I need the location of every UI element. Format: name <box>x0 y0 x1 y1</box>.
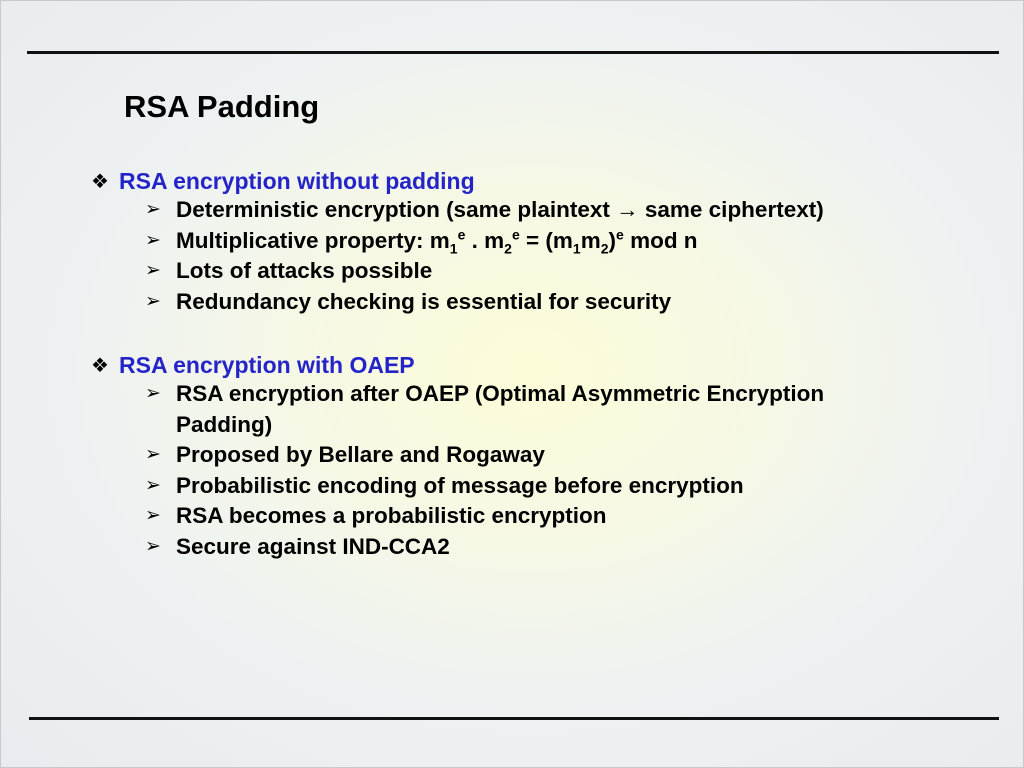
arrow-bullet-icon: ➢ <box>145 199 161 220</box>
list-item-text: Lots of attacks possible <box>176 258 433 283</box>
list-item-text: Secure against IND-CCA2 <box>176 533 450 559</box>
list-item: ➢ Proposed by Bellare and Rogaway <box>145 440 921 471</box>
superscript: e <box>616 226 624 242</box>
text-segment: Multiplicative property: m <box>176 227 450 253</box>
diamond-bullet-icon: ❖ <box>91 354 109 377</box>
arrow-bullet-icon: ➢ <box>145 474 161 496</box>
section-heading: ❖ RSA encryption with OAEP <box>91 351 921 379</box>
right-arrow-icon: → <box>616 197 639 222</box>
subscript: 2 <box>504 240 512 256</box>
list-item-text: Multiplicative property: m1e . m2e = (m1… <box>176 226 921 257</box>
subscript: 1 <box>572 240 581 256</box>
slide-title: RSA Padding <box>124 89 320 124</box>
arrow-bullet-icon: ➢ <box>145 229 161 251</box>
section-with-oaep: ❖ RSA encryption with OAEP ➢ RSA encrypt… <box>91 351 921 562</box>
list-item: ➢ Deterministic encryption (same plainte… <box>145 195 921 226</box>
section-heading-text: RSA encryption without padding <box>119 167 475 194</box>
bottom-rule <box>29 717 999 720</box>
arrow-bullet-icon: ➢ <box>145 290 161 312</box>
list-item: ➢ Multiplicative property: m1e . m2e = (… <box>145 226 921 257</box>
text-segment: m <box>580 227 601 253</box>
bullet-list: ➢ Deterministic encryption (same plainte… <box>91 195 921 317</box>
top-rule <box>27 51 999 54</box>
text-segment: mod n <box>623 227 698 253</box>
diamond-bullet-icon: ❖ <box>91 170 109 193</box>
list-item: ➢ Secure against IND-CCA2 <box>145 532 921 563</box>
superscript: e <box>511 226 520 242</box>
text-segment: same ciphertext) <box>638 197 824 222</box>
section-without-padding: ❖ RSA encryption without padding ➢ Deter… <box>91 167 921 317</box>
list-item: ➢ RSA encryption after OAEP (Optimal Asy… <box>145 379 921 440</box>
list-item: ➢ RSA becomes a probabilistic encryption <box>145 501 921 532</box>
arrow-bullet-icon: ➢ <box>145 383 161 404</box>
list-item-text: Deterministic encryption (same plaintext… <box>176 195 921 226</box>
list-item-text: Proposed by Bellare and Rogaway <box>176 442 545 467</box>
list-item-text: Probabilistic encoding of message before… <box>176 472 744 498</box>
list-item: ➢ Lots of attacks possible <box>145 256 921 287</box>
text-segment: ) <box>608 227 617 253</box>
list-item-text: RSA becomes a probabilistic encryption <box>176 503 607 528</box>
section-heading: ❖ RSA encryption without padding <box>91 167 921 195</box>
list-item: ➢ Redundancy checking is essential for s… <box>145 287 921 318</box>
list-item: ➢ Probabilistic encoding of message befo… <box>145 471 921 502</box>
list-item-text: Redundancy checking is essential for sec… <box>176 288 672 314</box>
bullet-list: ➢ RSA encryption after OAEP (Optimal Asy… <box>91 379 921 562</box>
subscript: 1 <box>449 240 458 256</box>
arrow-bullet-icon: ➢ <box>145 535 161 557</box>
arrow-bullet-icon: ➢ <box>145 260 161 281</box>
text-segment: = (m <box>519 227 573 253</box>
section-heading-text: RSA encryption with OAEP <box>119 351 415 378</box>
list-item-text: RSA encryption after OAEP (Optimal Asymm… <box>176 381 825 437</box>
arrow-bullet-icon: ➢ <box>145 505 161 526</box>
subscript: 2 <box>600 240 609 256</box>
text-segment: Deterministic encryption (same plaintext <box>176 197 617 222</box>
arrow-bullet-icon: ➢ <box>145 444 161 465</box>
superscript: e <box>457 226 466 242</box>
text-segment: . m <box>465 227 505 253</box>
